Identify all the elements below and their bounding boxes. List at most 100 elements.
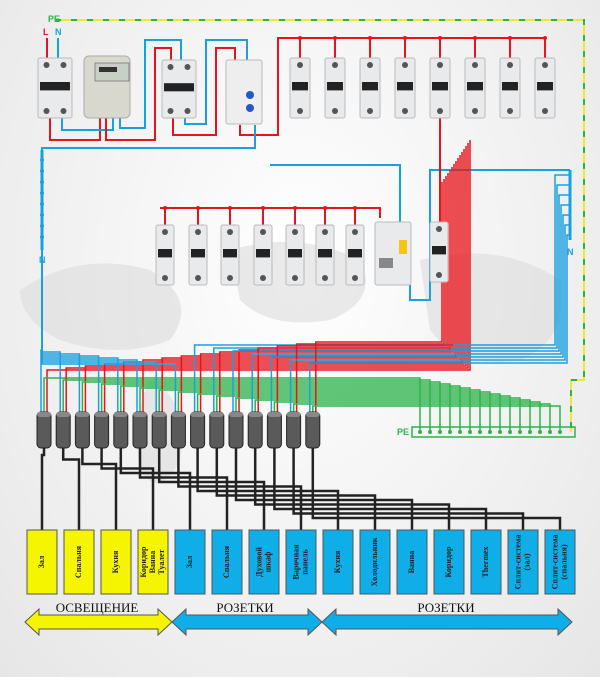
rcd-test-lever (399, 240, 407, 254)
breaker-top (499, 57, 521, 119)
cable-terminal-top (209, 412, 224, 417)
earth-circuit-wire (254, 399, 531, 432)
phase-bus-joint (473, 36, 477, 40)
circuit-label-line: Спальня (222, 545, 231, 578)
circuit-label: Спальня (74, 545, 83, 578)
cable-terminal (190, 411, 206, 449)
toggle-lever (432, 82, 448, 91)
circuit-box: Холодильник (359, 529, 391, 595)
circuit-label-line: Коридор (444, 546, 453, 578)
circuit-label: Варочнаяпанель (292, 544, 310, 580)
pe-bar-terminal (518, 430, 522, 434)
cable-terminal (266, 411, 282, 449)
breaker-middle (315, 224, 335, 286)
circuit-box-body (174, 529, 206, 595)
pe-bar-terminal (448, 430, 452, 434)
screw-icon (167, 64, 174, 70)
load-wire (61, 448, 81, 530)
earth-circuit-wire (216, 395, 511, 432)
cable-terminal (305, 411, 321, 449)
screw-icon (542, 108, 548, 114)
screw-icon (260, 275, 266, 281)
circuit-box: Thermex (470, 529, 502, 595)
cable-terminal-top (267, 412, 282, 417)
cable-terminal (247, 411, 263, 449)
pe-bar-terminal (538, 430, 542, 434)
cable-terminal (113, 411, 129, 449)
toggle-lever (397, 82, 413, 91)
neutral-to-rcd (270, 164, 401, 222)
phase-bus-joint (508, 36, 512, 40)
rcd-body (374, 221, 412, 286)
toggle-lever (318, 249, 332, 258)
circuit-box: Кухня (100, 529, 132, 595)
circuit-label: Духовойшкаф (255, 547, 273, 577)
phase-circuit-wire (238, 170, 451, 413)
screw-icon (297, 62, 303, 68)
screw-icon (352, 229, 358, 235)
phase-bus-joint (543, 36, 547, 40)
phase-bus-top (239, 37, 545, 136)
neutral-to-meter (61, 118, 114, 131)
phase-bus-joint (368, 36, 372, 40)
circuit-label: Thermex (481, 546, 490, 577)
load-wire (311, 448, 562, 530)
knob-icon (246, 104, 254, 112)
toggle-lever (223, 249, 237, 258)
circuit-label-line: (спальня) (560, 544, 569, 580)
screw-icon (195, 229, 201, 235)
neutral-bus-terminal (40, 213, 44, 217)
circuit-label: Сплит-система(зал) (514, 535, 532, 590)
screw-icon (162, 229, 168, 235)
circuit-label-line: Зал (37, 555, 46, 568)
pe-bar-terminal (498, 430, 502, 434)
load-wire (138, 448, 229, 530)
breaker-top (534, 57, 556, 119)
circuit-box-body (396, 529, 428, 595)
load-wire (273, 448, 488, 530)
circuit-box-body (63, 529, 95, 595)
breaker-top (289, 57, 311, 119)
pe-bar-terminal (508, 430, 512, 434)
earth-circuit-wire (235, 397, 521, 432)
circuit-label-line: Thermex (481, 546, 490, 577)
earth-circuit-wire (100, 383, 451, 432)
neutral-meter-to-breaker (119, 39, 182, 129)
cable-terminal-top (94, 412, 109, 417)
screw-icon (507, 62, 513, 68)
neutral-circuit-wire (232, 194, 570, 413)
circuit-box: Спальня (63, 529, 95, 595)
toggle-lever (164, 83, 194, 92)
breaker-middle (220, 224, 240, 286)
circuit-box: Коридор (433, 529, 465, 595)
cable-terminal-top (56, 412, 71, 417)
cable-terminal (170, 411, 186, 449)
group-label-sockets-2: РОЗЕТКИ (417, 600, 474, 615)
pe-bar-terminal (438, 430, 442, 434)
screw-icon (402, 108, 408, 114)
pe-bar-terminal (548, 430, 552, 434)
circuit-box: Кухня (322, 529, 354, 595)
pe-bar-terminal (558, 430, 562, 434)
neutral-bus-terminal (40, 180, 44, 184)
pe-bar-terminal (468, 430, 472, 434)
circuit-label: Коридор (444, 546, 453, 578)
cable-terminal-top (133, 412, 147, 417)
circuit-box: КоридорВаннаТуалет (137, 529, 169, 595)
pe-bar-terminal (528, 430, 532, 434)
pe-bar-terminal (488, 430, 492, 434)
circuit-box: Ванна (396, 529, 428, 595)
cable-terminal-top (190, 412, 205, 417)
cable-terminal-top (75, 412, 90, 417)
circuit-box: Спальня (211, 529, 243, 595)
screw-icon (322, 229, 328, 235)
load-wire (81, 448, 118, 530)
neutral-bus-terminal (40, 202, 44, 206)
electricity-meter (83, 55, 131, 119)
voltage-relay (225, 59, 263, 125)
circuit-label-line: Духовой (255, 547, 264, 577)
circuit-label-line: Сплит-система (514, 535, 523, 590)
earth-circuit-wire (43, 377, 421, 432)
group-label-sockets-1: РОЗЕТКИ (216, 600, 273, 615)
phase-label: L (43, 27, 49, 37)
